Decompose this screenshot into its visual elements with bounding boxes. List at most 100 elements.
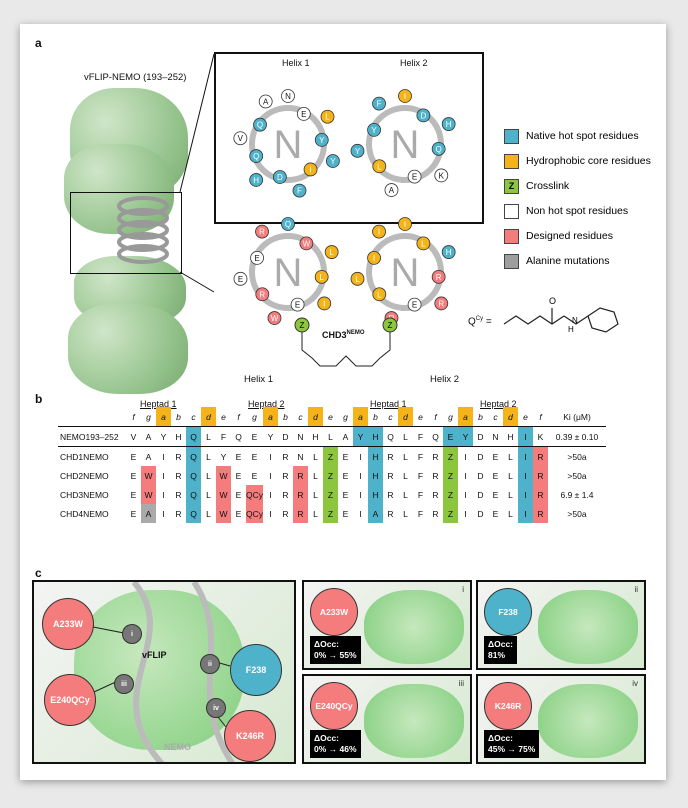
sequence-cell: Q: [186, 485, 201, 504]
sequence-cell: Q: [186, 504, 201, 523]
sequence-cell: I: [359, 470, 362, 481]
heptad-position: f: [434, 411, 437, 422]
heptad-position: b: [478, 411, 483, 422]
residue-node: [249, 149, 264, 163]
sequence-cell: L: [313, 489, 318, 500]
occupancy-title: ΔOcc:: [314, 639, 340, 649]
sequence-cell: Q: [186, 426, 201, 447]
residue-letter: L: [377, 162, 382, 171]
sequence-cell: E: [342, 508, 349, 519]
inset-roman-label: ii: [634, 585, 638, 594]
sequence-cell: L: [508, 508, 513, 519]
residue-node: [317, 296, 332, 311]
legend-item: Hydrophobic core residues: [504, 153, 651, 169]
binding-pocket-surface: [364, 590, 464, 664]
sequence-cell: A: [145, 431, 152, 442]
residue-node: [431, 269, 446, 284]
sequence-cell: Z: [323, 504, 338, 523]
residue-letter: R: [436, 273, 442, 282]
residue-node: [281, 217, 295, 231]
sequence-cell: Z: [323, 466, 338, 485]
heptad-position: g: [448, 411, 453, 422]
sequence-cell: Y: [458, 426, 473, 447]
legend-label: Crosslink: [526, 180, 570, 192]
residue-node: [350, 143, 365, 158]
heptad-position: b: [373, 411, 378, 422]
residue-letter: E: [412, 301, 417, 310]
inset-roman-label: iii: [458, 679, 464, 688]
wheel-box: [214, 52, 484, 224]
sequence-cell: E: [492, 451, 499, 462]
residue-node: [441, 245, 456, 259]
sequence-cell: I: [464, 489, 467, 500]
qcy-structure: O H N: [503, 296, 619, 334]
residue-node: [249, 173, 264, 187]
sequence-cell: R: [282, 470, 289, 481]
sequence-cell: R: [432, 489, 439, 500]
sequence-cell: E: [130, 451, 137, 462]
sequence-cell: N: [492, 431, 499, 442]
residue-node: [398, 89, 412, 103]
residue-node: [367, 250, 381, 265]
sequence-cell: R: [293, 485, 308, 504]
sequence-cell: L: [403, 451, 408, 462]
zoom-lines: [179, 53, 215, 293]
sequence-cell: R: [175, 470, 182, 481]
heptad-position: d: [503, 407, 518, 427]
ki-header: Ki (μM): [563, 411, 591, 422]
residue-letter: Q: [257, 121, 263, 130]
heptad-label: Heptad 1: [140, 399, 177, 409]
svg-text:N: N: [391, 251, 420, 295]
sequence-cell: F: [417, 489, 424, 500]
occupancy-value: 0% → 46%: [314, 744, 357, 754]
sequence-cell: A: [342, 431, 349, 442]
sequence-cell: I: [464, 470, 467, 481]
sequence-cell: I: [464, 508, 467, 519]
roman-iv-marker: iv: [206, 698, 226, 718]
sequence-cell: QCy: [246, 504, 263, 523]
residue-letter: Y: [371, 126, 377, 135]
residue-node: [384, 183, 399, 197]
residue-letter: H: [446, 248, 452, 257]
residue-letter: Q: [436, 145, 442, 154]
residue-letter: Q: [253, 152, 259, 161]
residue-node: [416, 236, 431, 251]
sequence-cell: K: [537, 431, 544, 442]
sequence-cell: I: [464, 451, 467, 462]
heptad-position: d: [398, 407, 413, 427]
row-name: CHD1NEMO: [60, 451, 109, 462]
sequence-cell: D: [477, 451, 484, 462]
residue-letter: R: [438, 299, 444, 308]
sequence-cell: W: [141, 466, 156, 485]
svg-text:N: N: [572, 316, 578, 325]
heptad-position: a: [263, 407, 278, 427]
sequence-cell: Y: [267, 431, 274, 442]
svg-text:N: N: [274, 123, 303, 167]
sequence-cell: R: [175, 451, 182, 462]
inset-roman-label: i: [462, 585, 464, 594]
residue-node: [258, 94, 273, 109]
sequence-cell: E: [443, 426, 458, 447]
sequence-cell: F: [417, 470, 424, 481]
ki-value: >50a: [567, 451, 587, 462]
residue-letter: L: [377, 290, 382, 299]
legend-swatch: [504, 203, 519, 219]
sequence-cell: R: [432, 508, 439, 519]
helix2-bottom-label: Helix 2: [430, 374, 460, 385]
heptad-position: g: [146, 411, 151, 422]
sequence-cell: L: [403, 489, 408, 500]
residue-node: [233, 271, 248, 286]
residue-letter: E: [238, 275, 243, 284]
sequence-cell: E: [235, 508, 242, 519]
residue-letter: W: [271, 314, 279, 323]
heptad-position: g: [343, 411, 348, 422]
residue-node: [372, 287, 387, 302]
qcy-structure-label: QCy =: [468, 316, 492, 328]
legend-label: Non hot spot residues: [526, 205, 629, 217]
sequence-cell: R: [533, 446, 548, 466]
